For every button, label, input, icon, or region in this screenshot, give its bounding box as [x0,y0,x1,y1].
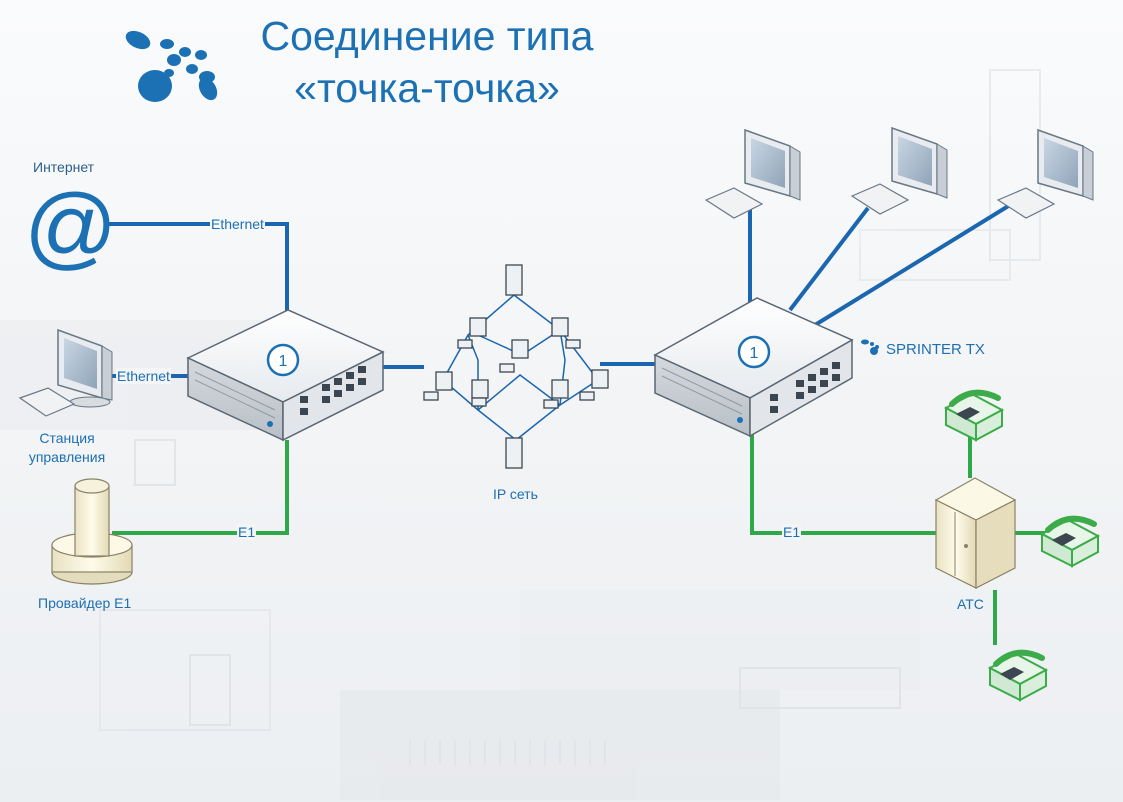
device-right-to-pc3-line [813,203,1012,327]
ethernet-station-label: Ethernet [116,368,171,384]
provider-to-device-left-line [112,440,289,535]
company-logo [125,30,218,102]
ip-network-icon [442,294,600,441]
e1-right-label: E1 [782,524,802,540]
phone-icon-bottom [987,649,1049,702]
pc-icon-2 [850,126,948,215]
internet-to-device-left-line [108,222,289,312]
ethernet-top-label: Ethernet [210,216,265,232]
internet-label: Интернет [33,159,95,175]
sprinter-device-right [653,297,854,438]
management-station-icon [18,328,113,417]
device-left-number: 1 [279,353,288,370]
pc-icon-1 [704,128,801,219]
device-right-to-pc1-line [737,204,752,305]
background-decoration [0,69,1041,800]
page-title-line2: «точка-точка» [294,65,560,111]
ip-network-nodes [423,264,609,469]
page-title-line1: Соединение типа [260,13,594,59]
pc-icon-3 [996,128,1094,219]
phone-icon-right [1039,515,1101,568]
atc-cabinet-icon [934,477,1017,589]
e1-lines [112,430,1045,645]
phone-icon-top [943,389,1005,442]
station-label: Станция управления [18,429,116,467]
provider-e1-icon [51,478,133,585]
device-right-number: 1 [750,345,759,362]
page-title: Соединение типа «точка-точка» [232,10,622,114]
device-right-to-atc-line [750,432,940,535]
provider-label: Провайдер Е1 [38,595,132,611]
sprinter-device-left [186,309,385,442]
sprinter-mini-logo [861,339,879,355]
atc-label: АТС [957,596,984,612]
station-label-line2: управления [28,449,106,465]
e1-left-label: E1 [237,524,257,540]
ip-network-label: IP сеть [493,486,538,502]
device-right-to-pc2-line [788,206,870,312]
internet-at-icon: @ [24,176,117,278]
sprinter-label: SPRINTER TX [886,341,985,358]
station-label-line1: Станция [39,430,95,446]
